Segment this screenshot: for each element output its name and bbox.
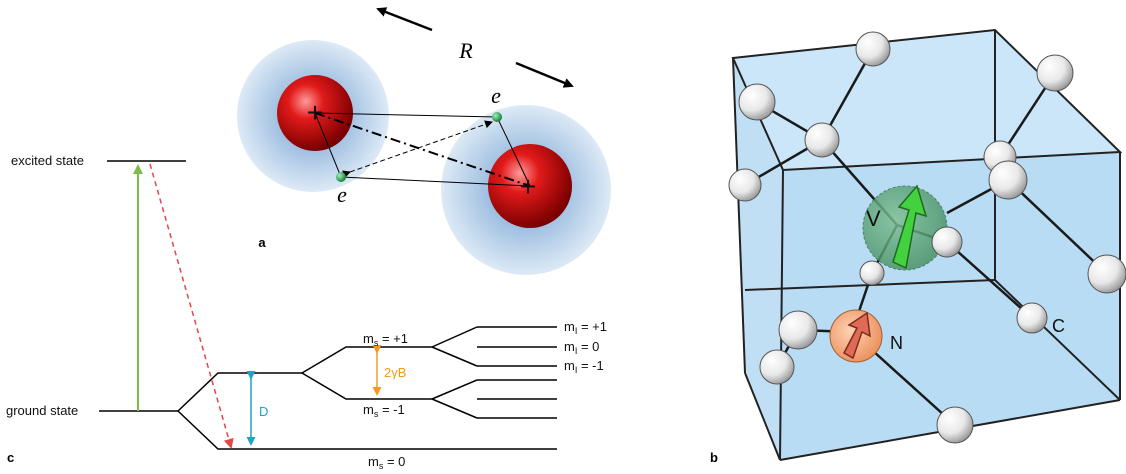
electron-bottom — [336, 172, 346, 182]
panel-b-label: b — [710, 450, 718, 465]
nitrogen-label: N — [890, 333, 903, 353]
electron-electron-dashed — [342, 120, 493, 179]
mi-minus1-level — [431, 346, 478, 367]
panel-c — [99, 160, 557, 450]
ground-state-label: ground state — [6, 403, 78, 418]
right-nucleus-to-bottom-electron — [340, 176, 531, 187]
ms-minus1-upper-sub — [431, 379, 478, 400]
ms-minus1-lower-sub — [431, 398, 478, 419]
distance-arrow-right — [515, 61, 574, 88]
panel-c-labels: excited state ground state D 2γB ms = +1… — [6, 153, 607, 471]
ms-plus1-label: ms = +1 — [363, 331, 408, 348]
carbon-atom — [804, 122, 840, 158]
crystal-edges — [731, 28, 1123, 461]
electron-top-label: e — [491, 83, 501, 108]
panel-a: + + R e e a — [237, 7, 611, 275]
ms-minus1-branch — [301, 372, 432, 400]
mi-plus1-level — [431, 326, 478, 348]
vacancy-label: V — [866, 206, 881, 231]
right-nucleus-to-top-electron — [496, 116, 531, 187]
nucleus-nucleus-line — [314, 112, 531, 187]
carbon-atom — [759, 349, 795, 385]
carbon-atom — [728, 168, 762, 202]
left-nucleus-to-top-electron — [314, 112, 498, 118]
ms-minus1-label: ms = -1 — [363, 402, 405, 419]
carbon-atom — [1016, 302, 1048, 334]
carbon-atom — [988, 160, 1028, 200]
panel-c-label: c — [7, 450, 14, 465]
nitrogen-spin-arrow-icon — [842, 311, 871, 360]
distance-label: R — [458, 38, 473, 63]
ms0-branch — [177, 410, 557, 450]
carbon-atom — [738, 83, 776, 121]
carbon-label: C — [1052, 316, 1065, 336]
nucleus-charge-left: + — [307, 97, 323, 128]
electron-bottom-label: e — [337, 182, 347, 207]
mi-minus1-label: mI = -1 — [564, 358, 604, 375]
mi-plus1-label: mI = +1 — [564, 319, 607, 336]
carbon-atoms — [728, 31, 1126, 444]
carbon-atom — [1036, 54, 1074, 92]
distance-arrow-left — [376, 7, 433, 32]
carbon-atom — [778, 310, 818, 350]
nucleus-charge-right: + — [520, 171, 536, 202]
carbon-atom — [855, 31, 891, 67]
zero-field-split-label: D — [259, 404, 268, 419]
panel-b: V N C b — [710, 28, 1126, 465]
carbon-atom — [1087, 254, 1126, 294]
carbon-atom — [936, 406, 974, 444]
ms-pm1-branch — [177, 372, 302, 412]
ms-plus1-branch — [301, 346, 432, 374]
panel-a-label: a — [258, 235, 266, 250]
ms-zero-label: ms = 0 — [368, 454, 405, 471]
left-nucleus-to-bottom-electron — [314, 112, 342, 178]
vacancy-spin-arrow-icon — [892, 184, 928, 270]
mi-zero-label: mI = 0 — [564, 339, 599, 356]
decay-arrow — [149, 163, 234, 449]
carbon-atom-near-vacancy — [931, 226, 963, 258]
zeeman-split-label: 2γB — [384, 365, 406, 380]
carbon-atom — [859, 260, 885, 286]
excited-state-label: excited state — [11, 153, 84, 168]
electron-top — [492, 112, 502, 122]
